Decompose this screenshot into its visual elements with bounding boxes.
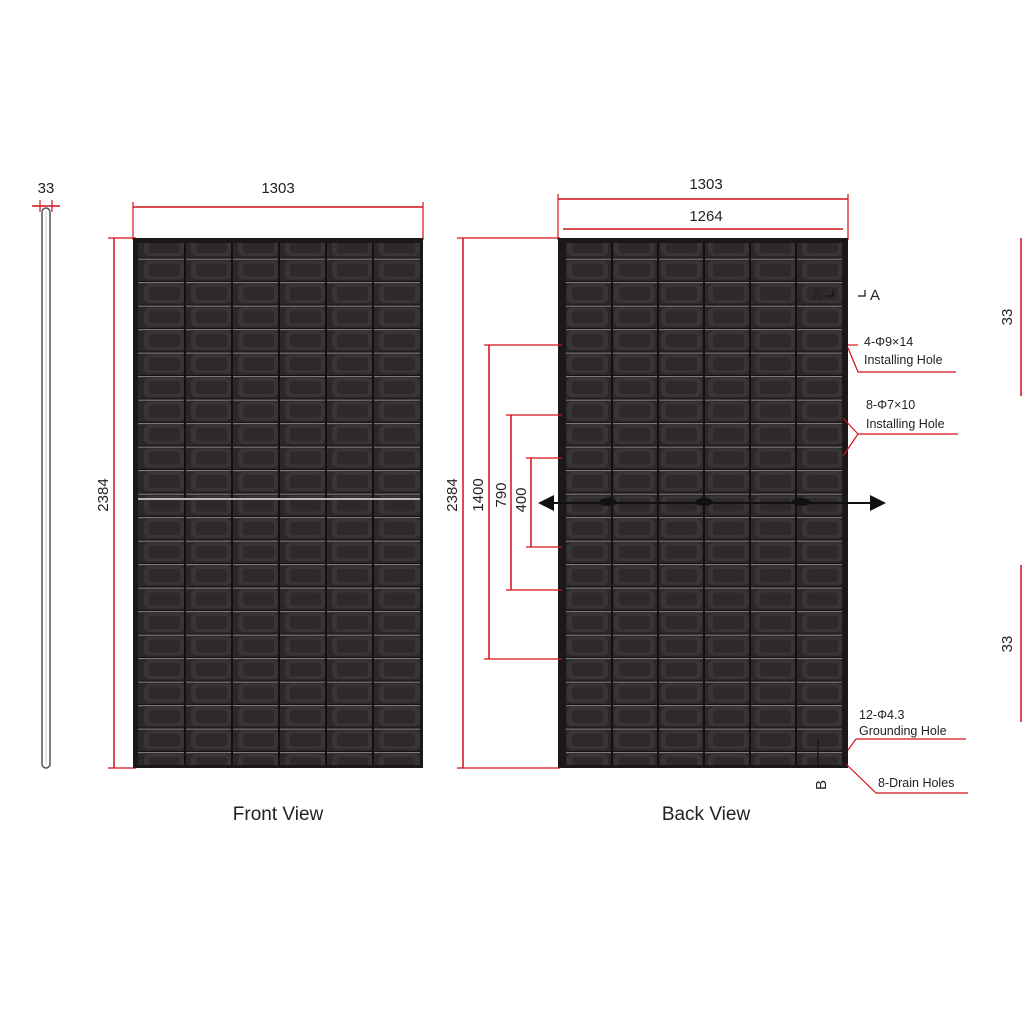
back-outer-width-label: 1303 [689,176,722,193]
installing-hole-2-label: Installing Hole [866,417,945,431]
installing-hole-1-label: Installing Hole [864,353,943,367]
callout-installing-hole-2: 8-Φ7×10 Installing Hole [842,398,958,457]
installing-hole-2-spec: 8-Φ7×10 [866,398,915,412]
front-width-label: 1303 [261,180,294,197]
front-view-caption: Front View [233,804,324,825]
callout-installing-hole-1: 4-Φ9×14 Installing Hole [847,335,956,373]
callout-drain-holes: 8-Drain Holes [845,763,968,794]
side-thickness-label: 33 [38,180,55,197]
back-inner-width-label: 1264 [689,208,722,225]
back-view-caption: Back View [662,804,751,825]
callout-grounding-hole: 12-Φ4.3 Grounding Hole [847,708,966,751]
spacing-400-label: 400 [513,487,530,512]
spacing-1400-label: 1400 [470,478,487,511]
grounding-hole-spec: 12-Φ4.3 [859,708,904,722]
junction-box-right [792,498,810,506]
right-detail-bottom-label: 33 [999,636,1016,653]
front-height-label: 2384 [95,478,112,511]
back-height-label: 2384 [444,478,461,511]
section-a-right-label: A [870,287,880,304]
right-edge-detail: 33 33 [999,238,1022,722]
back-view: 1303 1264 2384 1400 790 [444,176,968,825]
drain-holes-label: 8-Drain Holes [878,776,954,790]
installing-hole-1-spec: 4-Φ9×14 [864,335,913,349]
junction-box-center [695,498,713,506]
section-a-left-label: A [812,287,822,304]
spacing-790-label: 790 [493,482,510,507]
right-detail-top-label: 33 [999,309,1016,326]
side-view: 33 [32,180,60,769]
section-b-label: B [813,780,830,790]
grounding-hole-label: Grounding Hole [859,724,947,738]
junction-box-left [599,498,617,506]
front-view: 1303 2384 Front View [95,180,424,825]
